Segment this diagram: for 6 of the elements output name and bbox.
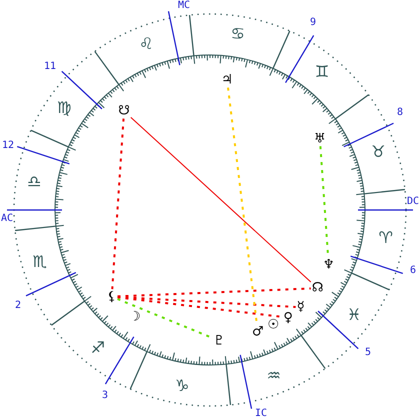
house-label: 6 bbox=[410, 266, 416, 276]
house-label: MC bbox=[178, 1, 190, 11]
house-label: 12 bbox=[2, 141, 14, 151]
house-label: IC bbox=[254, 409, 268, 419]
house-label: AC bbox=[0, 214, 14, 224]
house-label: DC bbox=[406, 197, 420, 207]
